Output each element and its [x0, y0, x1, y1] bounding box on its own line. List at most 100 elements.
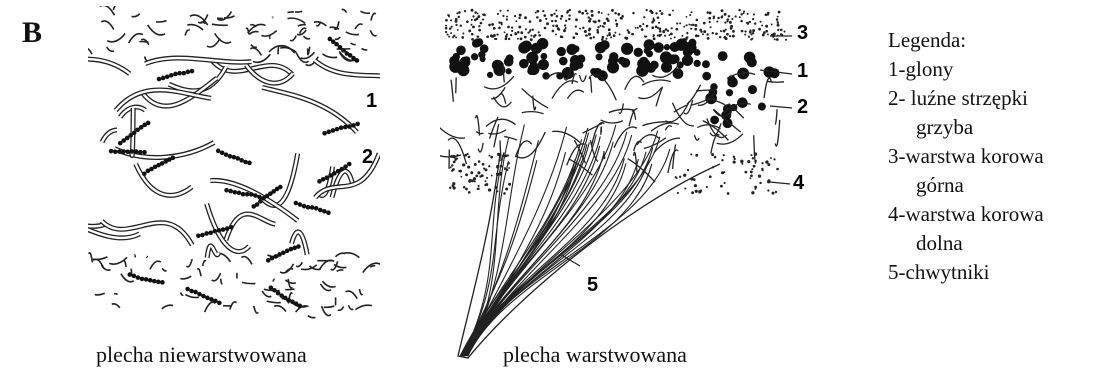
hypha-strand	[146, 256, 147, 257]
hypha-strand	[185, 30, 189, 35]
alga-cell	[130, 149, 135, 154]
cortex-granule	[598, 11, 601, 14]
alga-cell	[247, 161, 252, 166]
cortex-granule	[696, 19, 699, 22]
alga-cell	[566, 44, 577, 55]
cortex-granule	[632, 12, 634, 14]
cortex-granule	[493, 27, 496, 30]
alga-cell	[243, 160, 248, 165]
cortex-granule	[506, 33, 508, 35]
right-label-1: 1	[797, 60, 808, 83]
alga-cell	[160, 280, 165, 285]
cortex-granule	[690, 153, 692, 155]
hypha-strand	[156, 21, 166, 22]
left-label-2: 2	[362, 146, 373, 169]
cortex-granule	[639, 25, 642, 28]
cortex-granule	[553, 13, 555, 15]
cortex-granule	[677, 192, 679, 194]
cortex-granule	[659, 10, 661, 12]
cortex-granule	[720, 185, 723, 188]
alga-cell	[527, 67, 536, 76]
right-label-3: 3	[797, 22, 808, 45]
cortex-granule	[543, 14, 546, 17]
cortex-granule	[503, 192, 506, 195]
hypha-strand	[303, 36, 310, 39]
cortex-granule	[744, 171, 747, 174]
alga-cell	[747, 57, 757, 67]
hypha-strand	[273, 279, 275, 281]
cortex-granule	[453, 186, 456, 189]
right-label-2: 2	[797, 96, 808, 119]
hypha-strand	[203, 261, 206, 266]
cortex-granule	[627, 29, 629, 31]
alga-cell	[208, 230, 213, 235]
cortex-granule	[449, 27, 452, 30]
cortex-granule	[695, 154, 698, 157]
cortex-granule	[710, 26, 712, 28]
cortex-granule	[510, 34, 512, 36]
cortex-granule	[508, 167, 510, 169]
cortex-granule	[774, 38, 776, 40]
cortex-granule	[767, 34, 769, 36]
cortex-granule	[651, 21, 653, 23]
cortex-granule	[688, 24, 690, 26]
cortex-granule	[726, 33, 729, 36]
cortex-granule	[777, 16, 779, 18]
cortex-granule	[506, 16, 508, 18]
alga-cell	[177, 71, 182, 76]
hypha-strand	[370, 266, 375, 267]
hypha-strand	[296, 262, 302, 266]
cortex-granule	[674, 36, 676, 38]
alga-cell	[519, 59, 529, 69]
alga-cell	[189, 289, 194, 294]
cortex-granule	[450, 166, 452, 168]
cortex-granule	[605, 38, 607, 40]
cortex-granule	[610, 36, 612, 38]
alga-cell	[181, 71, 186, 76]
alga-cell	[213, 299, 218, 304]
alga-cell	[225, 226, 230, 231]
cortex-granule	[694, 24, 697, 27]
cortex-granule	[467, 165, 470, 168]
cortex-granule	[468, 179, 471, 182]
alga-cell	[200, 233, 205, 238]
cortex-granule	[761, 168, 763, 170]
cortex-granule	[754, 22, 756, 24]
alga-cell	[144, 277, 149, 282]
cortex-granule	[471, 9, 474, 12]
hypha-tube-outline	[315, 60, 380, 80]
legend-item-4-cont: dolna	[888, 229, 1044, 258]
cortex-granule	[765, 25, 768, 28]
cortex-granule	[708, 17, 711, 20]
cortex-granule	[727, 192, 730, 195]
cortex-granule	[753, 165, 756, 168]
cortex-granule	[477, 171, 480, 174]
cortex-granule	[645, 36, 647, 38]
cortex-granule	[453, 35, 455, 37]
hypha-strand	[346, 32, 359, 35]
hypha-strand	[665, 126, 671, 130]
cortex-granule	[729, 21, 732, 24]
cortex-granule	[707, 37, 710, 40]
cortex-granule	[686, 16, 688, 18]
hypha-strand	[350, 43, 355, 45]
alga-cell	[190, 69, 195, 74]
hypha-strand	[360, 11, 369, 13]
alga-cell	[224, 188, 229, 193]
alga-cell	[157, 77, 162, 82]
alga-cell	[355, 58, 360, 63]
cortex-granule	[606, 35, 608, 37]
cortex-granule	[448, 36, 450, 38]
hypha-strand	[638, 88, 661, 99]
hypha-strand	[346, 291, 358, 299]
alga-cell	[272, 288, 277, 293]
cortex-granule	[773, 158, 775, 160]
hypha-tube-inner	[169, 67, 226, 91]
cortex-granule	[733, 156, 735, 158]
cortex-granule	[750, 33, 752, 35]
cortex-granule	[466, 20, 469, 23]
alga-cell	[121, 149, 126, 154]
cortex-granule	[460, 176, 462, 178]
cortex-granule	[706, 33, 708, 35]
alga-cell	[538, 59, 549, 70]
